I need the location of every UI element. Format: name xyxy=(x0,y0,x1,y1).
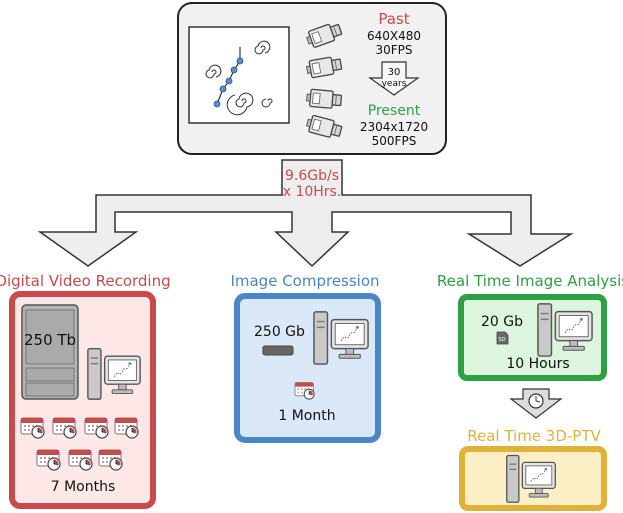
present-fps: 500FPS xyxy=(372,134,417,148)
branch-ptv: Real Time 3D-PTV xyxy=(459,427,607,511)
analysis-duration: 10 Hours xyxy=(506,356,569,372)
past-fps: 30FPS xyxy=(375,43,412,57)
vortex-swirls xyxy=(205,40,273,116)
sd-card-label: SD xyxy=(498,337,505,343)
computer-icon xyxy=(537,303,593,357)
analysis-storage: 20 Gb xyxy=(481,314,523,330)
tracked-particles xyxy=(213,57,244,108)
recording-storage: 250 Tb xyxy=(24,331,76,349)
compression-title: Image Compression xyxy=(230,272,379,290)
ptv-title: Real Time 3D-PTV xyxy=(467,427,601,445)
past-label: Past xyxy=(378,10,409,28)
data-duration: x 10Hrs. xyxy=(283,184,342,200)
computer-icon xyxy=(313,311,369,365)
disk-drive-icon xyxy=(262,345,294,356)
sd-card-icon: SD xyxy=(496,331,509,345)
recording-duration: 7 Months xyxy=(51,479,116,495)
present-resolution: 2304x1720 xyxy=(360,120,428,134)
past-resolution: 640X480 xyxy=(367,29,421,43)
time-gap-arrow xyxy=(368,61,420,96)
branch-recording: Digital Video Recording 250 Tb 7 Months xyxy=(0,272,171,509)
split-arrow-shape xyxy=(37,159,574,268)
gap-unit: years xyxy=(382,79,407,89)
particle-image-frame xyxy=(188,26,290,124)
computer-icon xyxy=(506,454,556,503)
branching-arrow: 9.6Gb/s x 10Hrs. xyxy=(37,159,574,268)
compression-duration: 1 Month xyxy=(278,408,335,424)
gap-years: 30 xyxy=(388,67,401,78)
realtime-arrow xyxy=(509,388,563,419)
branch-compression: Image Compression 250 Gb 1 Month xyxy=(230,272,381,443)
source-panel: Past 640X480 30FPS 30 years Present 2304… xyxy=(177,2,447,155)
present-label: Present xyxy=(368,103,421,119)
particle-image xyxy=(188,26,290,124)
recording-title: Digital Video Recording xyxy=(0,272,171,290)
compression-storage: 250 Gb xyxy=(254,324,305,340)
storage-rack-icon xyxy=(21,304,79,400)
branch-analysis: Real Time Image Analysis 20 Gb SD 10 Hou… xyxy=(437,272,623,419)
analysis-title: Real Time Image Analysis xyxy=(437,272,623,290)
computer-icon xyxy=(87,348,141,400)
data-rate: 9.6Gb/s xyxy=(285,168,339,184)
